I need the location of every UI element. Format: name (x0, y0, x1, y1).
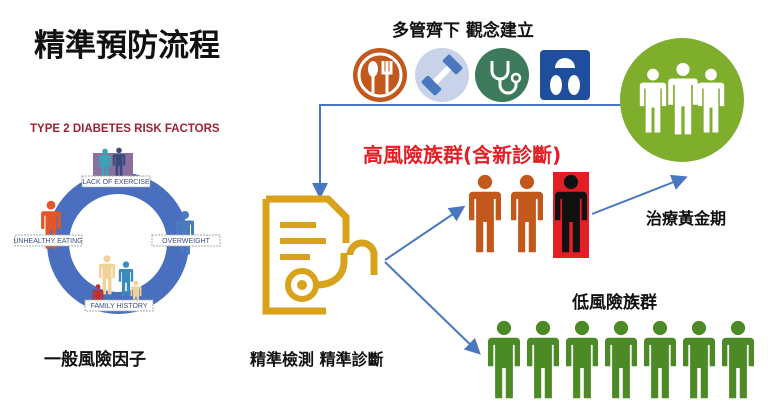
svg-text:UNHEALTHY EATING: UNHEALTHY EATING (13, 238, 82, 245)
risk-label-family-history: FAMILY HISTORY (84, 299, 154, 312)
general-risk-caption: 一般風險因子 (44, 350, 146, 370)
risk-label-overweight: OVERWEIGHT (151, 234, 221, 247)
exercise-icon (415, 48, 469, 102)
low-risk-heading: 低風險族群 (572, 293, 657, 313)
detection-caption: 精準檢測 精準診斷 (250, 350, 384, 369)
golden-period-label: 治療黃金期 (646, 209, 727, 228)
scale-icon (540, 50, 590, 100)
stethoscope-icon (475, 48, 529, 102)
svg-text:OVERWEIGHT: OVERWEIGHT (162, 238, 210, 245)
person-icon (469, 174, 501, 253)
page-title: 精準預防流程 (34, 28, 220, 64)
high-risk-heading: 高風險族群(含新診斷) (363, 143, 562, 167)
risk-label-lack-of-exercise: LACK OF EXERCISE (81, 175, 151, 188)
svg-text:FAMILY HISTORY: FAMILY HISTORY (90, 303, 147, 310)
svg-text:LACK OF EXERCISE: LACK OF EXERCISE (82, 179, 150, 186)
risk-label-unhealthy-eating: UNHEALTHY EATING (13, 234, 83, 247)
risk-factors-diagram: LACK OF EXERCISE UNHEALTHY EATING OVERWE… (13, 147, 221, 314)
multi-approach-heading: 多管齊下 觀念建立 (392, 21, 534, 41)
low-risk-people (488, 320, 754, 399)
risk-factors-title: TYPE 2 DIABETES RISK FACTORS (30, 123, 220, 135)
person-icon (511, 174, 543, 253)
detection-document-icon (262, 195, 378, 315)
diet-icon (353, 48, 407, 102)
treatment-group-icon (620, 38, 744, 162)
high-risk-people (469, 172, 589, 258)
